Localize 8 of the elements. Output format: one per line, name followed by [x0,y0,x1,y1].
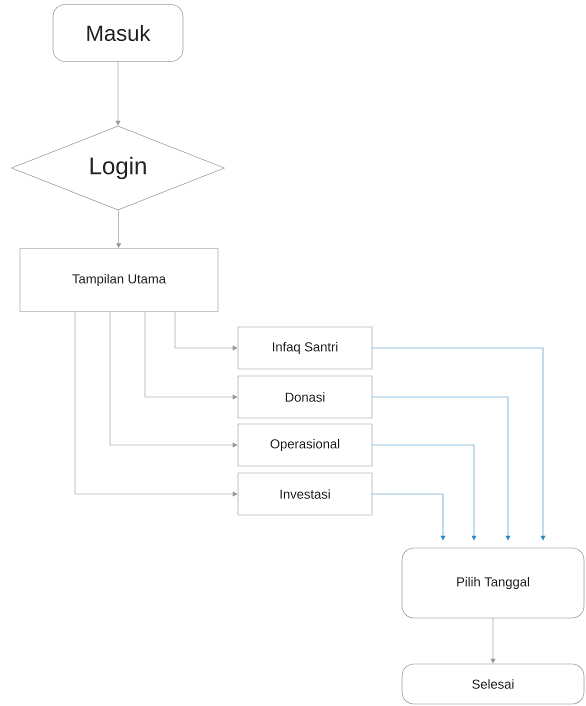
start-box: Masuk [52,4,184,62]
menu-box: Donasi [238,376,372,418]
end-box: Selesai [402,664,584,704]
menu-box: Operasional [238,424,372,466]
menu-box: Investasi [238,472,372,516]
process-box: Pilih Tanggal [402,548,584,618]
process-box: Tampilan Utama [20,248,218,312]
menu-box: Infaq Santri [238,326,372,370]
